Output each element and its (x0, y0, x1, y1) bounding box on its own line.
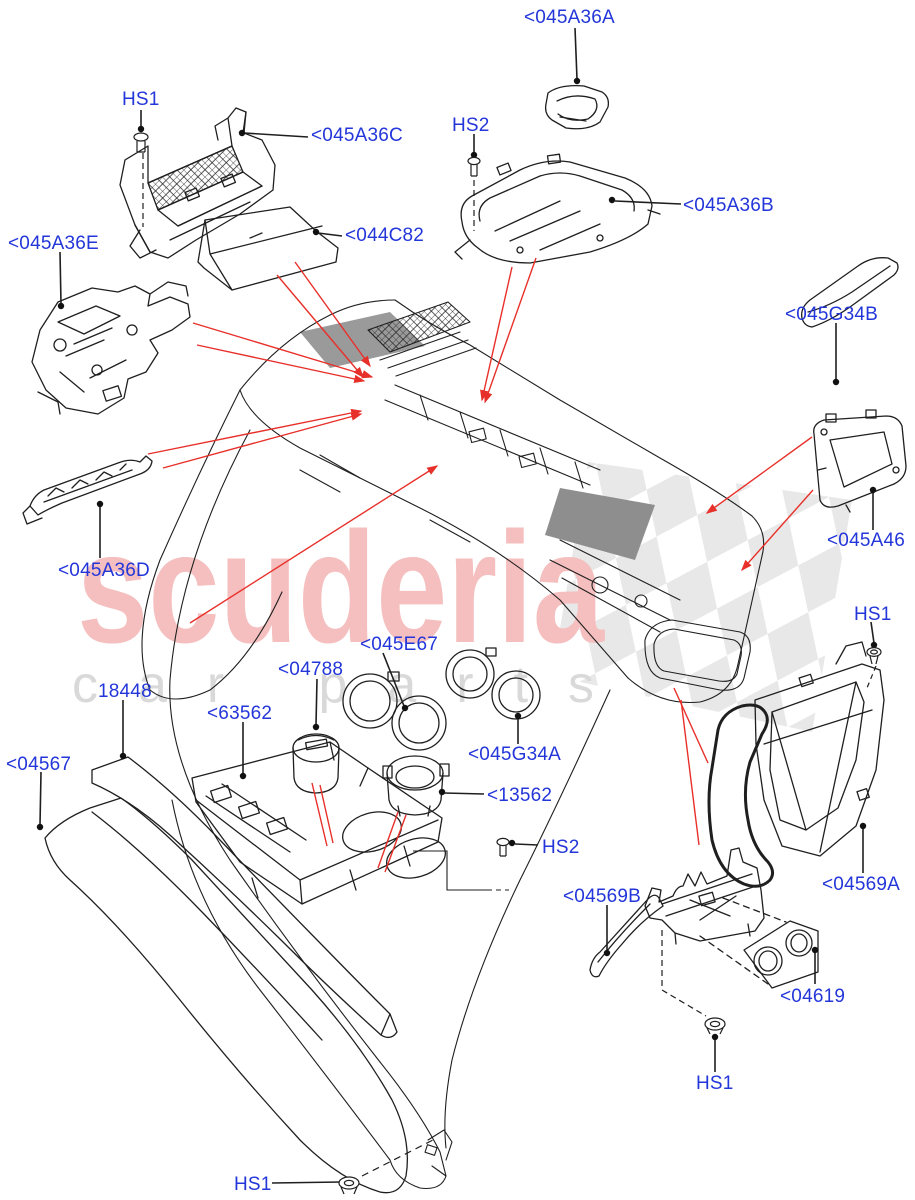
part-04569A-drawing (707, 641, 885, 888)
fastener-label-hs2-bottom[interactable]: HS2 (542, 837, 580, 858)
part-label-045A36A[interactable]: <045A36A (524, 7, 615, 28)
part-045A36D-drawing (22, 455, 153, 525)
part-045G34A-drawing (445, 647, 541, 720)
part-04788-drawing (292, 733, 340, 794)
part-label-045E67[interactable]: <045E67 (360, 634, 439, 655)
part-label-04788[interactable]: <04788 (278, 659, 344, 680)
part-label-045A36C[interactable]: <045A36C (311, 125, 403, 146)
part-045G34B-drawing (801, 257, 899, 328)
part-04567-drawing (44, 797, 409, 1194)
label-leader-dots (36, 77, 878, 1186)
part-04619-drawing (743, 920, 819, 989)
part-label-04569A[interactable]: <04569A (822, 874, 901, 895)
label-leader-lines (39, 27, 877, 1184)
part-label-04567[interactable]: <04567 (6, 754, 72, 775)
fastener-label-hs1-top[interactable]: HS1 (122, 89, 160, 110)
screw-icon-hs1-right (866, 646, 882, 665)
part-label-044C82[interactable]: <044C82 (345, 225, 425, 246)
screw-icon-hs2-bottom (496, 837, 510, 857)
part-label-63562[interactable]: <63562 (207, 703, 273, 724)
fastener-label-hs2-top[interactable]: HS2 (452, 115, 490, 136)
part-console-carrier-drawing (644, 847, 787, 985)
part-045A36C-drawing (119, 107, 276, 259)
part-045A36B-drawing (454, 153, 661, 264)
assembly-direction-lines (147, 257, 814, 873)
part-label-045A46[interactable]: <045A46 (827, 530, 906, 551)
part-045A46-drawing (813, 409, 907, 513)
part-045A36E-drawing (31, 281, 191, 415)
fastener-label-hs1-bottom-center[interactable]: HS1 (234, 1174, 272, 1195)
part-04569B-drawing (589, 894, 664, 978)
part-045E67-drawing (342, 671, 447, 751)
part-label-18448[interactable]: 18448 (98, 681, 152, 702)
part-13562-drawing (382, 755, 450, 817)
part-18448-drawing (91, 756, 398, 1039)
part-label-045G34B[interactable]: <045G34B (785, 304, 878, 325)
screw-icon-hs1-bottom-center (338, 1176, 360, 1195)
screw-icons (133, 132, 882, 1195)
part-label-045A36B[interactable]: <045A36B (683, 195, 774, 216)
part-045A36A-drawing (544, 85, 610, 130)
console-body-drawing (141, 299, 765, 1190)
fastener-label-hs1-bottom-right[interactable]: HS1 (696, 1073, 734, 1094)
part-label-13562[interactable]: <13562 (487, 785, 553, 806)
part-label-04569B[interactable]: <04569B (563, 886, 642, 907)
part-label-04619[interactable]: <04619 (780, 986, 846, 1007)
fastener-label-hs1-right[interactable]: HS1 (854, 604, 892, 625)
screw-icon-hs1-bottom-right (704, 1017, 726, 1035)
watermark-brand: scuderia (77, 500, 605, 676)
part-label-045A36E[interactable]: <045A36E (8, 233, 99, 254)
part-label-045G34A[interactable]: <045G34A (468, 744, 561, 765)
part-label-045A36D[interactable]: <045A36D (58, 560, 150, 581)
screw-icon-hs2-top (467, 156, 481, 177)
screw-icon-hs1-top (133, 132, 149, 153)
part-044C82-drawing (197, 206, 339, 291)
